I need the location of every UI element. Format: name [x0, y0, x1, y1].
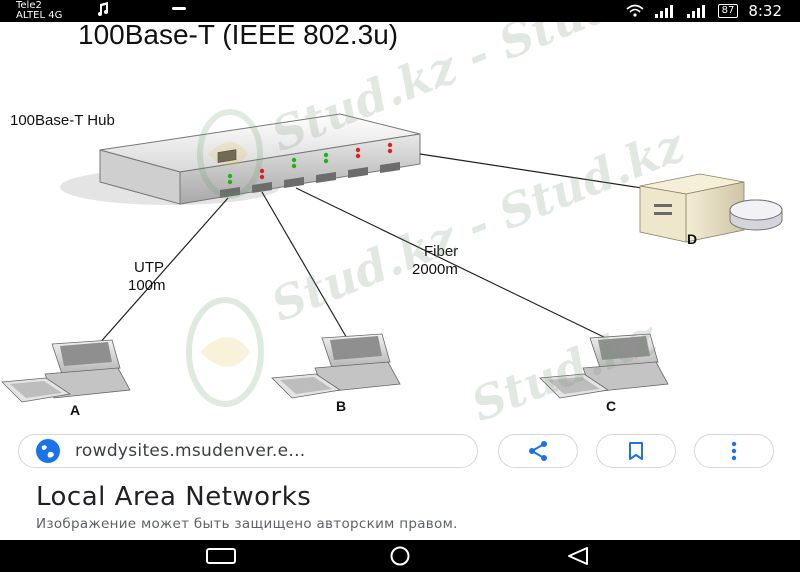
fiber-label: Fiber	[424, 243, 458, 260]
cable-c	[295, 187, 611, 341]
cable-a	[97, 197, 229, 346]
more-vert-icon	[731, 441, 737, 461]
carrier-line-2: ALTEL 4G	[16, 10, 63, 21]
node-label-b: B	[336, 398, 346, 414]
music-note-icon	[98, 2, 108, 16]
home-icon[interactable]	[383, 546, 417, 566]
diagram-title: 100Base-T (IEEE 802.3u)	[78, 22, 398, 50]
node-label-c: C	[606, 398, 616, 414]
node-label-a: A	[70, 402, 80, 418]
source-url[interactable]: rowdysites.msudenver.e...	[75, 441, 306, 461]
image-preview[interactable]: 100Base-T (IEEE 802.3u) 100Base-T Hub	[0, 22, 800, 422]
status-bar: Tele2 ALTEL 4G 87 8:32	[0, 0, 800, 22]
battery-indicator: 87	[717, 4, 739, 18]
clock: 8:32	[748, 2, 782, 20]
node-label-d: D	[687, 231, 697, 247]
carrier-info: Tele2 ALTEL 4G	[16, 1, 62, 21]
server-d	[639, 173, 783, 243]
watermark: Stud.kz - Stud.kz Stud.kz - Stud.kz Stud…	[264, 22, 692, 422]
utp-distance-label: 100m	[128, 277, 166, 294]
computer-c	[539, 333, 669, 399]
share-icon	[529, 441, 547, 461]
globe-icon	[36, 439, 60, 463]
computer-b	[271, 333, 401, 399]
recent-apps-icon[interactable]	[205, 546, 239, 566]
fiber-distance-label: 2000m	[412, 261, 458, 278]
bookmark-icon	[629, 442, 643, 460]
computer-a	[1, 339, 131, 403]
cable-b	[261, 191, 349, 341]
utp-label: UTP	[134, 259, 164, 276]
watermark-logo	[186, 109, 264, 407]
notification-icon	[172, 7, 186, 10]
signal-icon-1	[654, 5, 673, 18]
result-info-panel: rowdysites.msudenver.e... Local Area Net…	[0, 422, 800, 540]
share-button[interactable]	[498, 434, 578, 468]
back-icon[interactable]	[561, 546, 595, 566]
wifi-icon	[626, 4, 644, 17]
hub-label: 100Base-T Hub	[10, 112, 115, 129]
source-url-chip[interactable]: rowdysites.msudenver.e...	[18, 434, 478, 468]
more-options-button[interactable]	[694, 434, 774, 468]
network-diagram: 100Base-T (IEEE 802.3u) 100Base-T Hub	[1, 22, 783, 422]
signal-icon-2	[686, 5, 705, 18]
cable-d	[419, 153, 669, 193]
svg-text:Stud.kz: Stud.kz	[464, 309, 665, 422]
copyright-notice: Изображение может быть защищено авторски…	[36, 516, 458, 532]
hub-device	[99, 113, 421, 205]
bookmark-button[interactable]	[596, 434, 676, 468]
navigation-bar	[0, 540, 800, 572]
result-title[interactable]: Local Area Networks	[36, 482, 312, 512]
carrier-line-1: Tele2	[16, 0, 42, 11]
